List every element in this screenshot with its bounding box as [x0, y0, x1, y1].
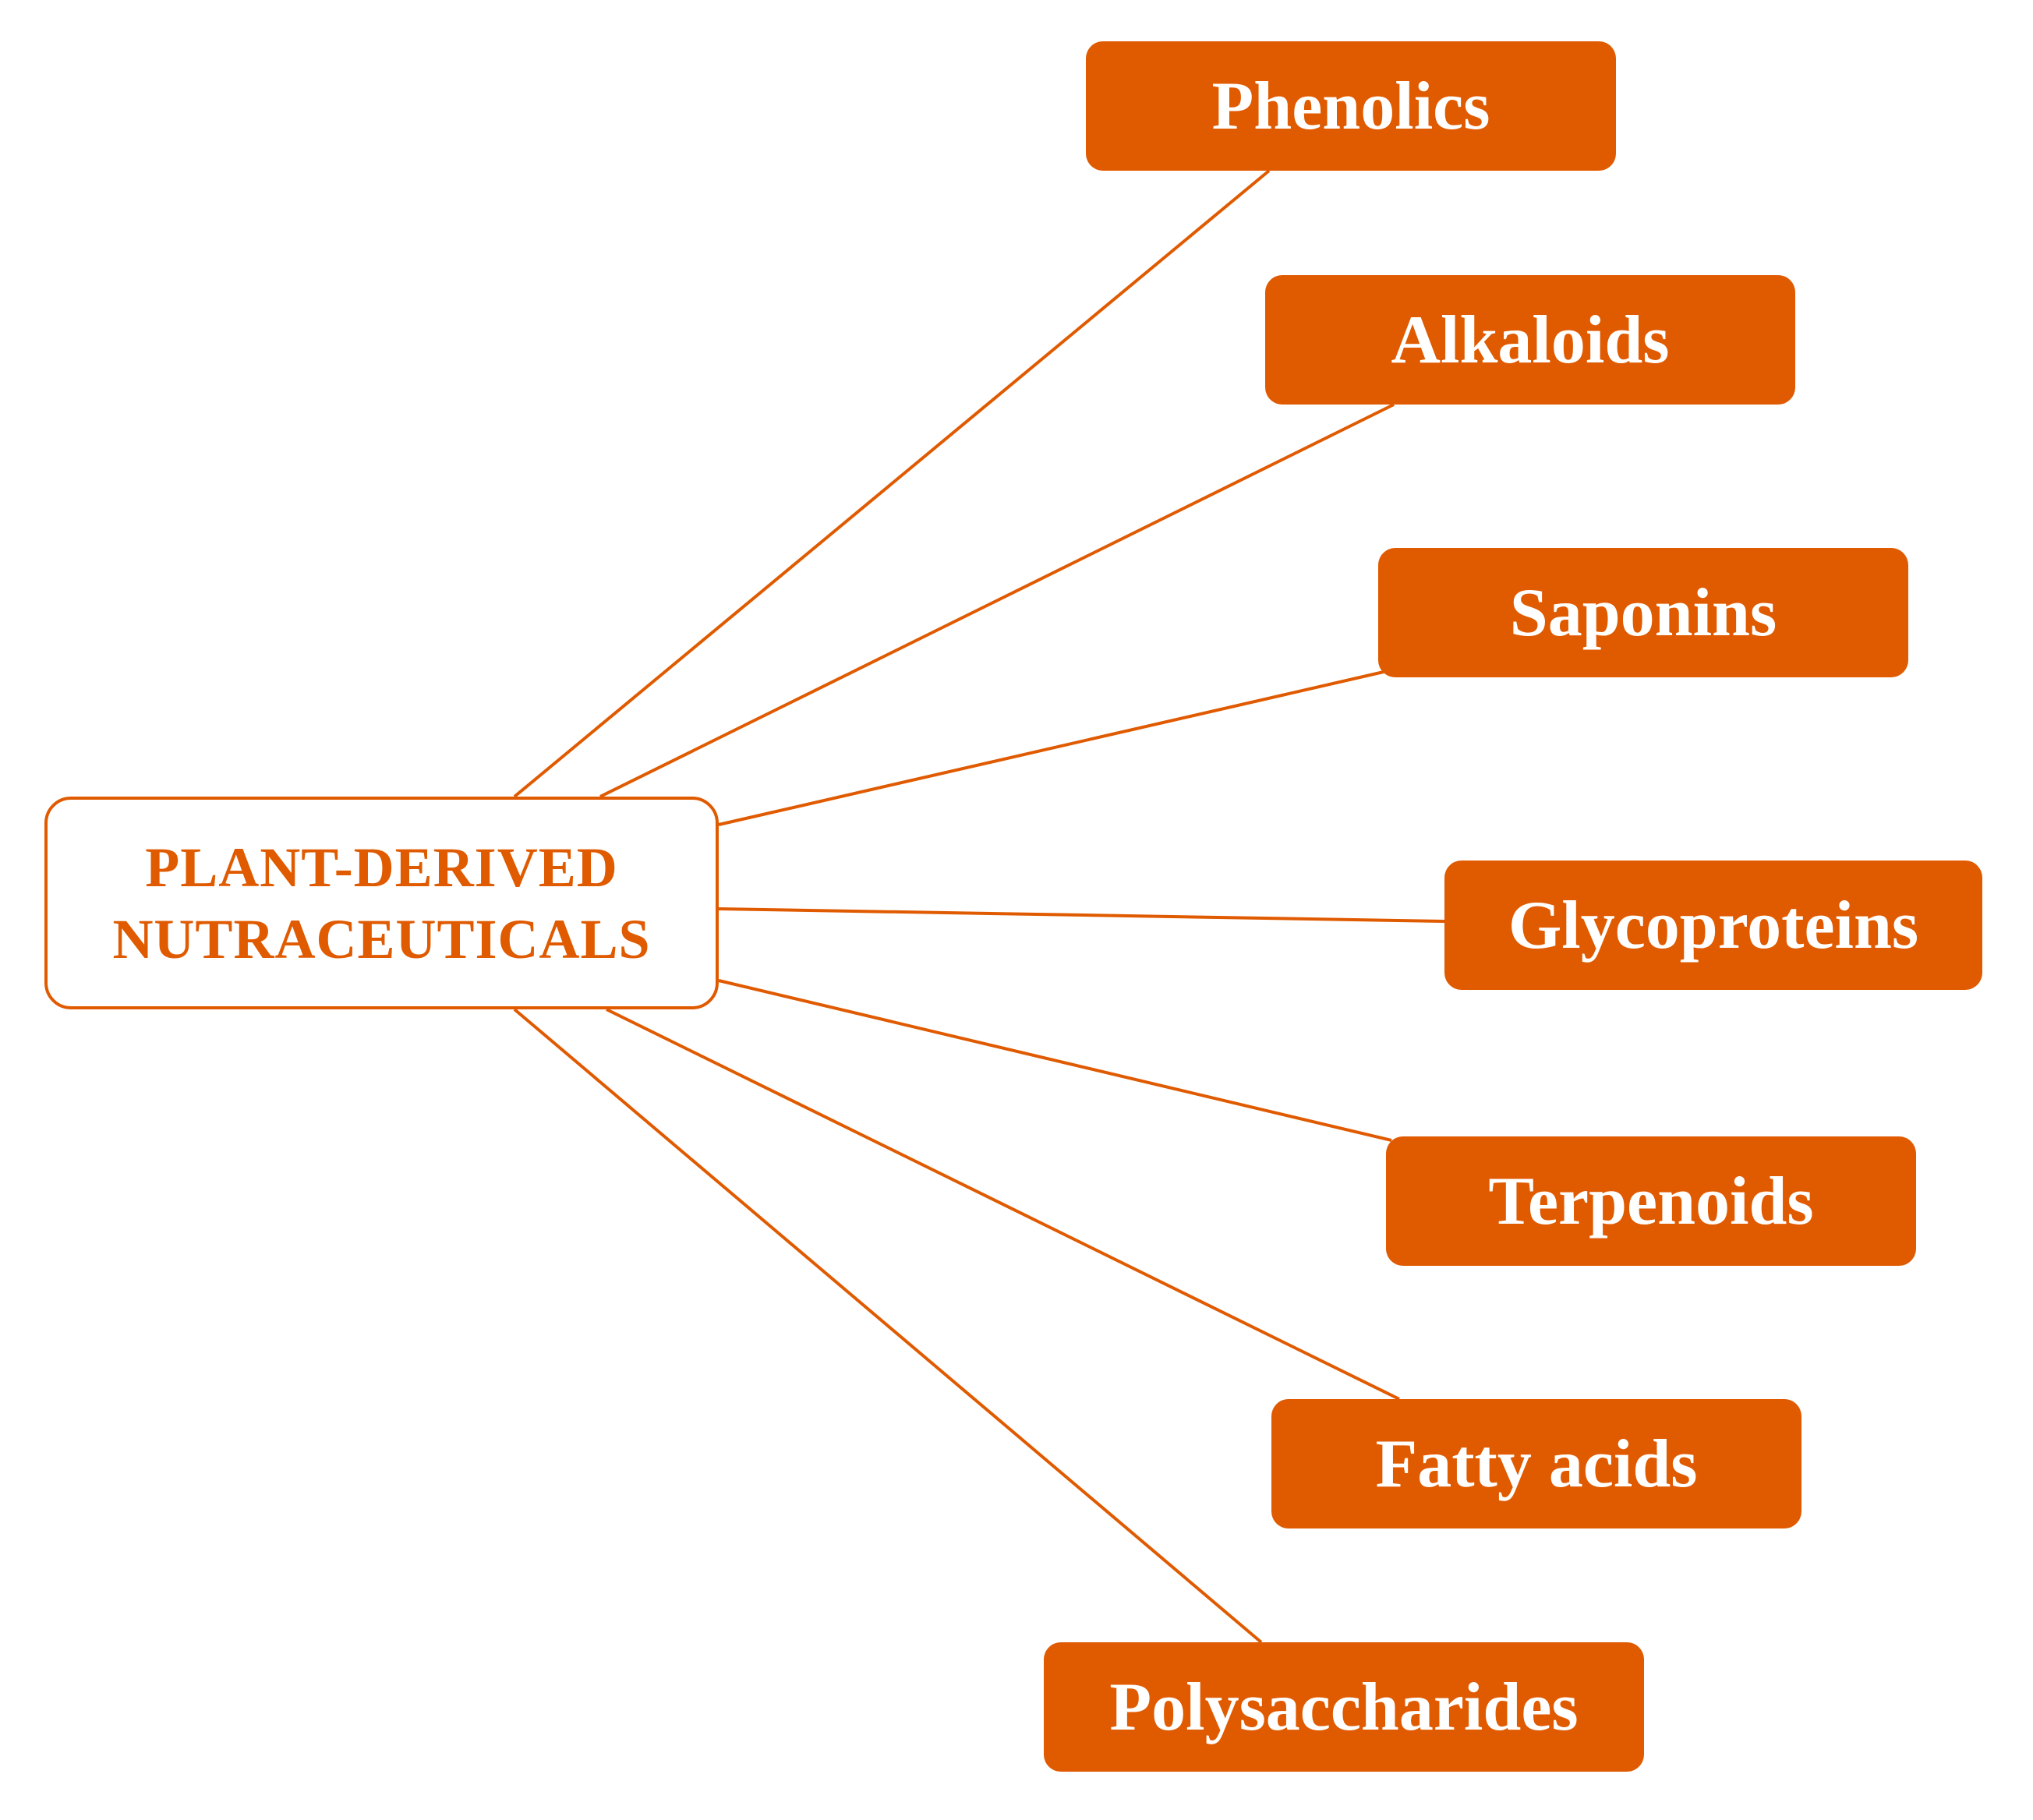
branch-node-polysaccharides: Polysaccharides — [1044, 1642, 1644, 1772]
branch-label: Glycoproteins — [1508, 887, 1919, 963]
connector-terpenoids — [718, 979, 1392, 1142]
branch-label: Phenolics — [1211, 68, 1490, 144]
connector-polysaccharides — [513, 1008, 1263, 1644]
branch-label: Terpenoids — [1488, 1163, 1814, 1239]
branch-label: Alkaloids — [1391, 302, 1670, 378]
center-label-line1: PLANT-DERIVED — [145, 836, 618, 899]
connector-alkaloids — [599, 403, 1395, 798]
connector-saponins — [718, 670, 1384, 826]
branch-label: Saponins — [1509, 574, 1777, 651]
branch-label: Polysaccharides — [1109, 1669, 1579, 1745]
branch-node-fatty-acids: Fatty acids — [1271, 1399, 1801, 1528]
center-node: PLANT-DERIVED NUTRACEUTICALS — [44, 797, 719, 1009]
branch-label: Fatty acids — [1375, 1426, 1698, 1502]
branch-node-saponins: Saponins — [1378, 548, 1908, 677]
branch-node-alkaloids: Alkaloids — [1265, 275, 1795, 405]
connector-glycoproteins — [718, 907, 1445, 923]
connector-fatty-acids — [606, 1008, 1400, 1401]
branch-node-phenolics: Phenolics — [1086, 41, 1616, 171]
connector-phenolics — [513, 169, 1271, 798]
branch-node-glycoproteins: Glycoproteins — [1444, 861, 1982, 990]
center-label-line2: NUTRACEUTICALS — [112, 907, 651, 970]
branch-node-terpenoids: Terpenoids — [1386, 1136, 1916, 1266]
